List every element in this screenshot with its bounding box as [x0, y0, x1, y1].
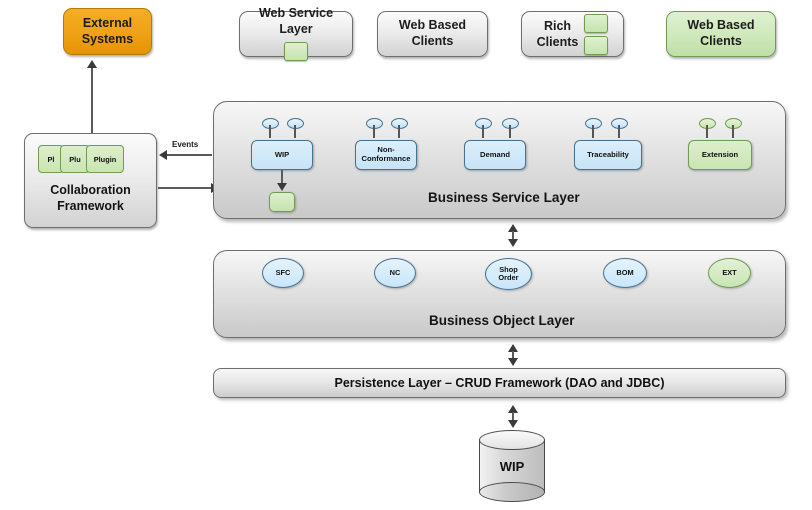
plugin-chip-label: Plugin: [93, 154, 117, 164]
interface-stem: [398, 125, 400, 138]
arrow-up-icon: [508, 344, 518, 352]
service-label: Extension: [701, 149, 739, 159]
interface-ball-icon: [391, 118, 408, 129]
interface-stem: [706, 125, 708, 138]
edge-label-events: Events: [172, 140, 199, 149]
persistence-layer-bar[interactable]: Persistence Layer – CRUD Framework (DAO …: [213, 368, 786, 398]
interface-ball-icon: [611, 118, 628, 129]
component-square-icon: [284, 42, 308, 62]
edge-events-line: [167, 154, 212, 156]
edge-persistence-to-database: [512, 412, 514, 422]
business-object-shop-order[interactable]: Shop Order: [485, 258, 532, 290]
plugin-chip[interactable]: Plugin: [86, 145, 124, 173]
interface-ball-icon: [699, 118, 716, 129]
arrow-down-icon: [508, 420, 518, 428]
arrow-down-icon: [508, 358, 518, 366]
arrow-up-icon: [87, 60, 97, 68]
arrow-down-icon: [508, 239, 518, 247]
service-traceability[interactable]: Traceability: [574, 140, 642, 170]
business-object-sfc[interactable]: SFC: [262, 258, 304, 288]
service-demand[interactable]: Demand: [464, 140, 526, 170]
edge-cf-to-external-systems: [91, 68, 93, 134]
service-extension[interactable]: Extension: [688, 140, 752, 170]
web-based-clients-green-box[interactable]: Web Based Clients: [666, 11, 776, 57]
interface-stem: [592, 125, 594, 138]
collaboration-framework-label: Collaboration Framework: [50, 183, 131, 214]
business-object-label: Shop Order: [498, 264, 519, 282]
service-label: Non- Conformance: [361, 145, 411, 163]
web-based-clients-green-label: Web Based Clients: [687, 18, 755, 48]
wip-plugin-box[interactable]: [269, 192, 295, 212]
service-label: WIP: [274, 149, 290, 159]
interface-stem: [618, 125, 620, 138]
service-wip[interactable]: WIP: [251, 140, 313, 170]
service-non-conformance[interactable]: Non- Conformance: [355, 140, 417, 170]
interface-ball-icon: [585, 118, 602, 129]
edge-bsl-to-bol: [512, 231, 514, 241]
plugin-chip-label: Pl: [47, 154, 55, 164]
business-object-label: BOM: [616, 267, 634, 277]
web-service-layer-box[interactable]: Web Service Layer: [239, 6, 353, 62]
edge-cf-to-bsl-line: [158, 187, 213, 189]
interface-ball-icon: [262, 118, 279, 129]
external-systems-label: External Systems: [81, 15, 134, 46]
rich-clients-box[interactable]: Rich Clients: [521, 11, 624, 57]
interface-stem: [732, 125, 734, 138]
business-object-bom[interactable]: BOM: [603, 258, 647, 288]
arrow-down-icon: [277, 183, 287, 191]
rich-clients-label: Rich Clients: [536, 18, 579, 49]
collaboration-framework-plugins: Pl Plu Plugin: [38, 145, 124, 173]
plugin-chip-label: Plu: [69, 154, 81, 164]
service-label: Demand: [480, 149, 510, 159]
web-based-clients-label: Web Based Clients: [398, 18, 467, 48]
external-systems-box[interactable]: External Systems: [63, 8, 152, 55]
plugin-chip[interactable]: Pl: [38, 145, 64, 173]
cylinder-bottom: [479, 482, 545, 502]
component-squares-group: [584, 13, 609, 55]
interface-ball-icon: [502, 118, 519, 129]
business-object-label: NC: [389, 267, 401, 277]
interface-stem: [482, 125, 484, 138]
service-label: Traceability: [587, 149, 629, 159]
interface-ball-icon: [475, 118, 492, 129]
edge-bol-to-persistence: [512, 351, 514, 360]
interface-stem: [294, 125, 296, 138]
database-cylinder-wip[interactable]: WIP: [479, 430, 545, 502]
component-square-icon: [584, 13, 609, 33]
component-square-icon: [584, 35, 609, 55]
interface-ball-icon: [366, 118, 383, 129]
interface-ball-icon: [287, 118, 304, 129]
business-object-label: EXT: [722, 267, 737, 277]
edge-wip-to-plugin: [281, 170, 283, 185]
business-object-ext[interactable]: EXT: [708, 258, 751, 288]
web-service-layer-label: Web Service Layer: [258, 5, 334, 36]
interface-stem: [509, 125, 511, 138]
interface-stem: [373, 125, 375, 138]
interface-ball-icon: [725, 118, 742, 129]
business-service-layer-title: Business Service Layer: [428, 190, 580, 205]
arrow-up-icon: [508, 224, 518, 232]
cylinder-top: [479, 430, 545, 450]
web-based-clients-box[interactable]: Web Based Clients: [377, 11, 488, 57]
database-label: WIP: [499, 458, 525, 474]
business-object-label: SFC: [275, 267, 291, 277]
persistence-layer-label: Persistence Layer – CRUD Framework (DAO …: [334, 376, 665, 390]
business-object-nc[interactable]: NC: [374, 258, 416, 288]
arrow-up-icon: [508, 405, 518, 413]
interface-stem: [269, 125, 271, 138]
arrow-left-icon: [159, 150, 167, 160]
business-object-layer-title: Business Object Layer: [429, 313, 575, 328]
